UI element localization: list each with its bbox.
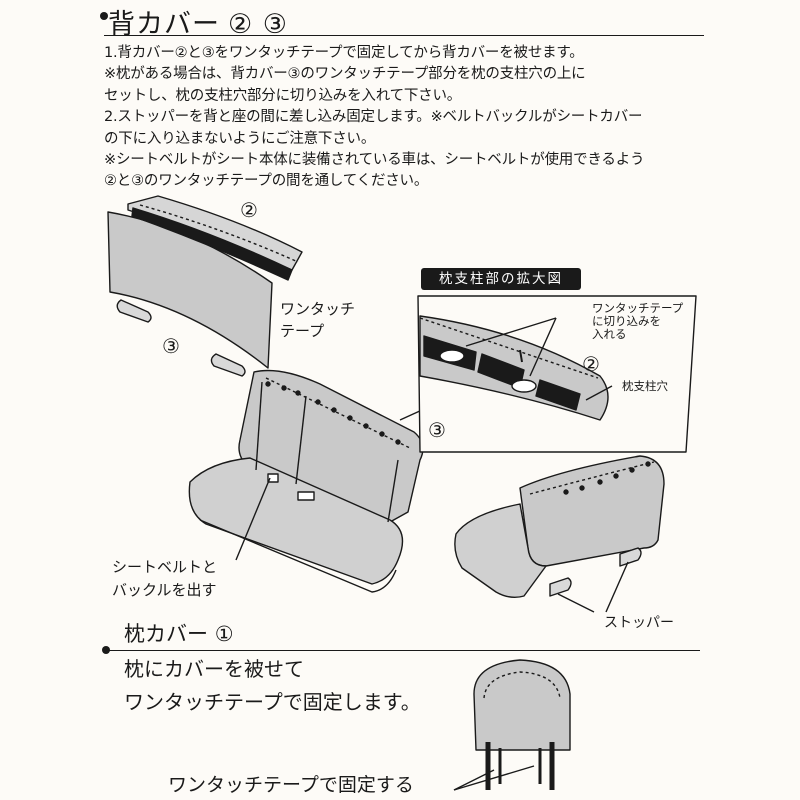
instruction-line: ②と③のワンタッチテープの間を通してください。 — [104, 173, 429, 190]
label-part-3: ③ — [162, 334, 180, 358]
title-numbers: ② ③ — [228, 9, 288, 40]
title-text: 背カバー — [108, 9, 220, 40]
instruction-line: ※枕がある場合は、背カバー③のワンタッチテープ部分を枕の支柱穴の上に — [104, 66, 586, 83]
instruction-line: ※シートベルトがシート本体に装備されている車は、シートベルトが使用できるよう — [104, 152, 645, 169]
label-part-2: ② — [240, 198, 258, 222]
velcro-fix-label: ワンタッチテープで固定する — [168, 774, 414, 796]
heading-bullet — [100, 12, 108, 20]
belt-buckle-label: シートベルトと バックルを出す — [112, 558, 218, 599]
instruction-line: 1.背カバー②と③をワンタッチテープで固定してから背カバーを被せます。 — [104, 45, 584, 61]
heading-rule — [104, 35, 704, 36]
section2-rule — [106, 650, 700, 651]
instruction-text: 1.背カバー②と③をワンタッチテープで固定してから背カバーを被せます。 ※枕があ… — [104, 43, 645, 193]
headrest-instructions: 枕にカバーを被せて ワンタッチテープで固定します。 — [124, 657, 421, 714]
label-zoom-part-2: ② — [582, 352, 600, 376]
zoom-callout-title: 枕支柱部の拡大図 — [421, 268, 581, 290]
cut-instruction-label: ワンタッチテープ に切り込みを 入れる — [592, 301, 684, 341]
section-title-headrest-cover: 枕カバー ① — [124, 622, 234, 646]
instruction-line: セットし、枕の支柱穴部分に切り込みを入れて下さい。 — [104, 87, 462, 104]
post-hole-label: 枕支柱穴 — [622, 379, 668, 393]
instruction-line: の下に入り込まないようにご注意下さい。 — [104, 130, 376, 147]
section-title-back-cover: 背カバー ② ③ — [108, 2, 288, 41]
velcro-label: ワンタッチ テープ — [280, 300, 356, 340]
instruction-line: 2.ストッパーを背と座の間に差し込み固定します。※ベルトバックルがシートカバー — [104, 109, 643, 126]
stopper-label: ストッパー — [604, 615, 674, 631]
label-zoom-part-3: ③ — [428, 418, 446, 442]
